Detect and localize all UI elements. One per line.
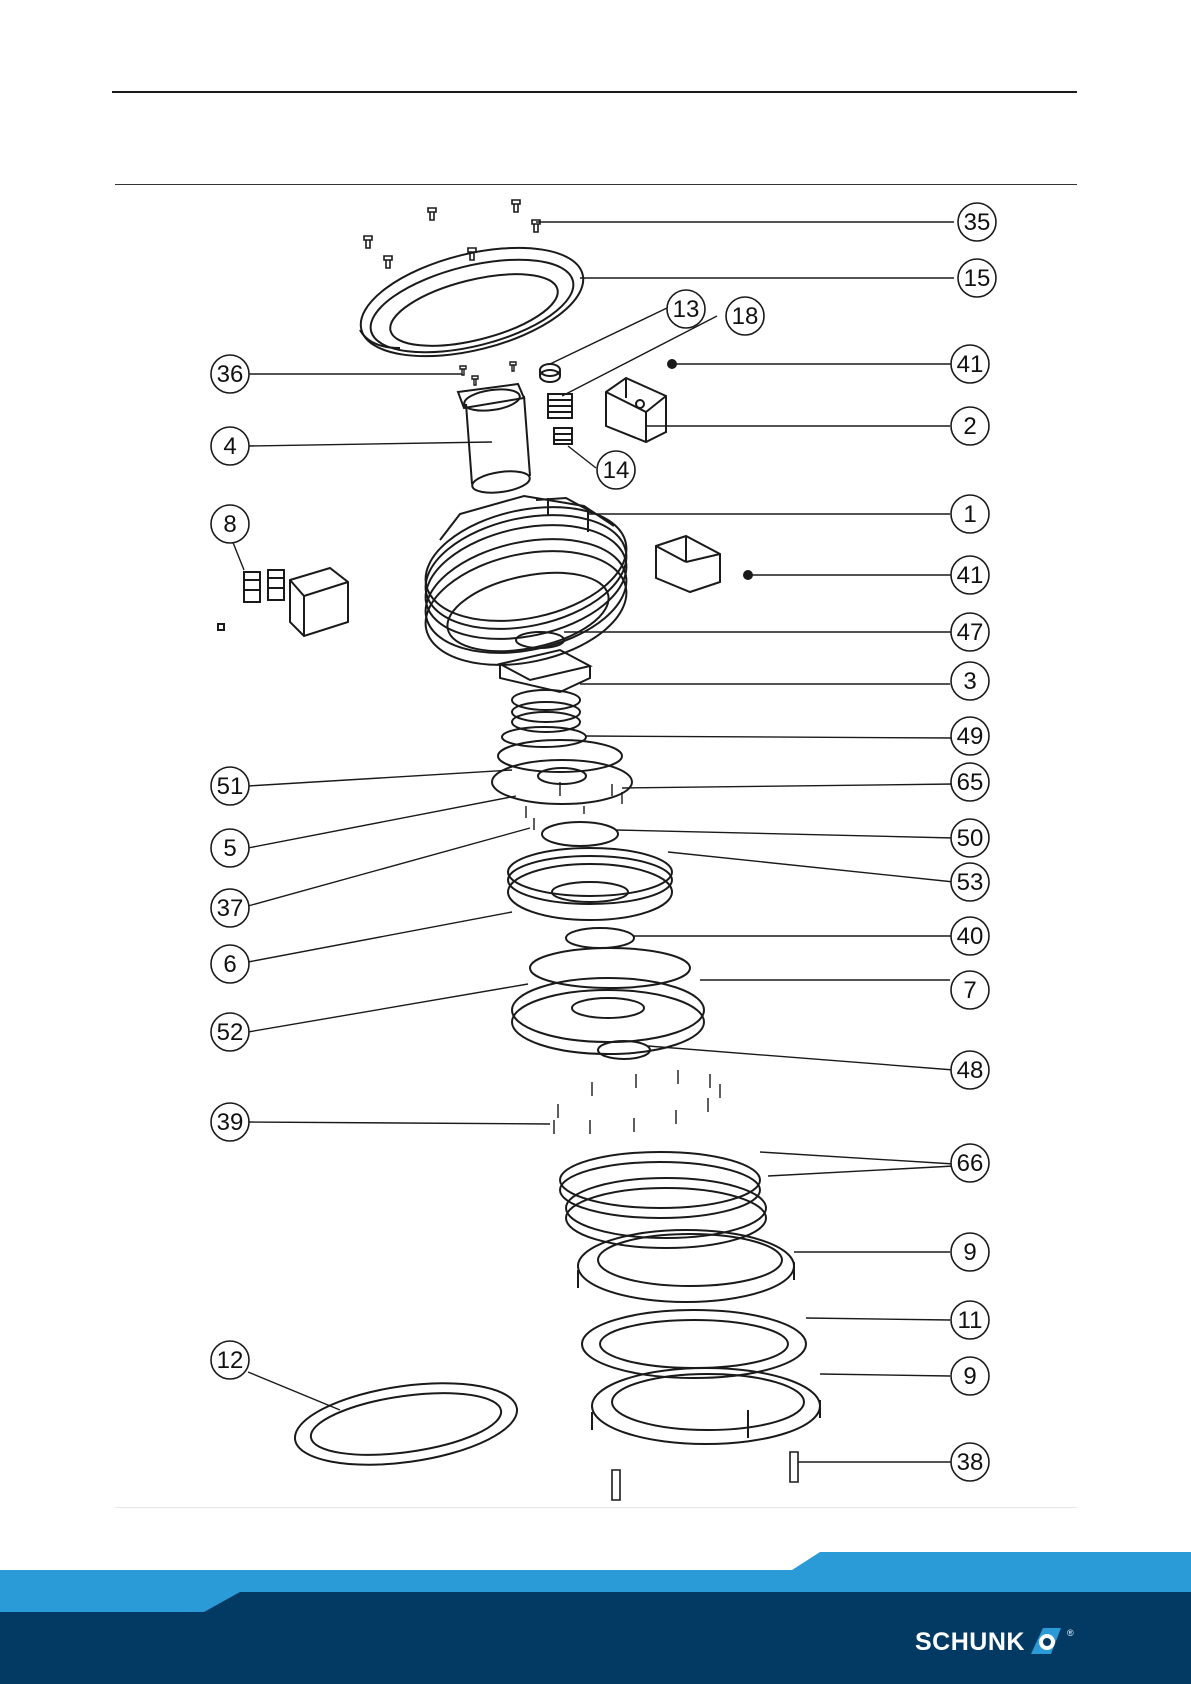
callout-14: 14	[597, 451, 635, 489]
part-8-fittings	[244, 568, 348, 636]
callout-9: 9	[951, 1233, 989, 1271]
part-15-cover-ring	[350, 228, 594, 376]
callout-label: 9	[963, 1239, 976, 1266]
callout-label: 51	[217, 773, 244, 800]
callout-40: 40	[951, 917, 989, 955]
callout-41: 41	[951, 345, 989, 383]
callout-35: 35	[958, 203, 996, 241]
callout-38: 38	[951, 1443, 989, 1481]
callout-label: 48	[957, 1057, 984, 1084]
callout-label: 5	[223, 835, 236, 862]
callout-label: 37	[217, 895, 244, 922]
callout-50: 50	[951, 819, 989, 857]
callout-48: 48	[951, 1051, 989, 1089]
callout-label: 12	[217, 1347, 244, 1374]
callout-37: 37	[211, 889, 249, 927]
part-block-right	[656, 536, 720, 592]
callout-label: 52	[217, 1019, 244, 1046]
callout-label: 49	[957, 723, 984, 750]
callout-label: 1	[963, 501, 976, 528]
callout-label: 2	[963, 413, 976, 440]
callout-label: 41	[957, 562, 984, 589]
callout-label: 53	[957, 869, 984, 896]
callout-label: 40	[957, 923, 984, 950]
callout-12: 12	[211, 1341, 249, 1379]
screws-39	[554, 1070, 720, 1134]
callout-4: 4	[211, 427, 249, 465]
part-40-oring	[566, 928, 634, 948]
callout-label: 14	[603, 457, 630, 484]
callout-65: 65	[951, 763, 989, 801]
callout-49: 49	[951, 717, 989, 755]
part-36-screws	[460, 362, 516, 385]
callout-label: 50	[957, 825, 984, 852]
callout-label: 8	[223, 511, 236, 538]
callout-label: 47	[957, 619, 984, 646]
part-18-valve	[548, 394, 572, 418]
callout-label: 35	[964, 209, 991, 236]
logo-registered: ®	[1067, 1628, 1074, 1638]
callout-66: 66	[951, 1144, 989, 1182]
part-14-plug	[554, 428, 572, 444]
callout-label: 66	[957, 1150, 984, 1177]
callout-18: 18	[726, 297, 764, 335]
callout-36: 36	[211, 355, 249, 393]
part-6-disk	[508, 848, 672, 920]
part-5-flange	[492, 740, 632, 804]
callout-41: 41	[951, 556, 989, 594]
callout-label: 41	[957, 351, 984, 378]
callout-13: 13	[667, 290, 705, 328]
logo-mark-icon	[1027, 1624, 1067, 1660]
logo-text: SCHUNK	[915, 1628, 1025, 1657]
part-4-sleeve	[458, 384, 531, 496]
callout-label: 36	[217, 361, 244, 388]
part-9-ring-lower	[592, 1368, 820, 1444]
callout-6: 6	[211, 945, 249, 983]
callout-9: 9	[951, 1357, 989, 1395]
callout-label: 65	[957, 769, 984, 796]
part-12-gasket	[290, 1371, 522, 1477]
callout-label: 6	[223, 951, 236, 978]
callout-11: 11	[951, 1301, 989, 1339]
callout-label: 9	[963, 1363, 976, 1390]
part-2-block	[606, 378, 666, 442]
callout-2: 2	[951, 407, 989, 445]
callout-53: 53	[951, 863, 989, 901]
part-7-plate	[512, 948, 704, 1054]
callout-label: 18	[732, 303, 759, 330]
part-48-oring	[598, 1041, 650, 1059]
part-50-oring	[542, 822, 618, 846]
callout-3: 3	[951, 662, 989, 700]
callout-label: 11	[958, 1307, 983, 1334]
callout-label: 38	[957, 1449, 984, 1476]
schunk-logo: SCHUNK ®	[915, 1624, 1074, 1660]
callout-51: 51	[211, 767, 249, 805]
callout-47: 47	[951, 613, 989, 651]
callout-label: 3	[963, 668, 976, 695]
callout-label: 7	[963, 977, 976, 1004]
callout-1: 1	[951, 495, 989, 533]
part-13-plug	[540, 364, 560, 382]
callout-7: 7	[951, 971, 989, 1009]
callout-label: 13	[673, 296, 700, 323]
callout-8: 8	[211, 505, 249, 543]
callout-52: 52	[211, 1013, 249, 1051]
part-3-piston	[500, 650, 590, 732]
callout-label: 4	[223, 433, 236, 460]
screws-38	[612, 1452, 798, 1500]
callout-label: 15	[964, 265, 991, 292]
callout-5: 5	[211, 829, 249, 867]
callout-39: 39	[211, 1103, 249, 1141]
footer-band	[0, 1550, 1191, 1684]
part-49-oring	[502, 727, 586, 747]
part-9-ring-upper	[578, 1230, 794, 1302]
callout-15: 15	[958, 259, 996, 297]
leader-lines	[232, 222, 954, 1462]
part-1-main-body	[415, 490, 637, 682]
callout-label: 39	[217, 1109, 244, 1136]
